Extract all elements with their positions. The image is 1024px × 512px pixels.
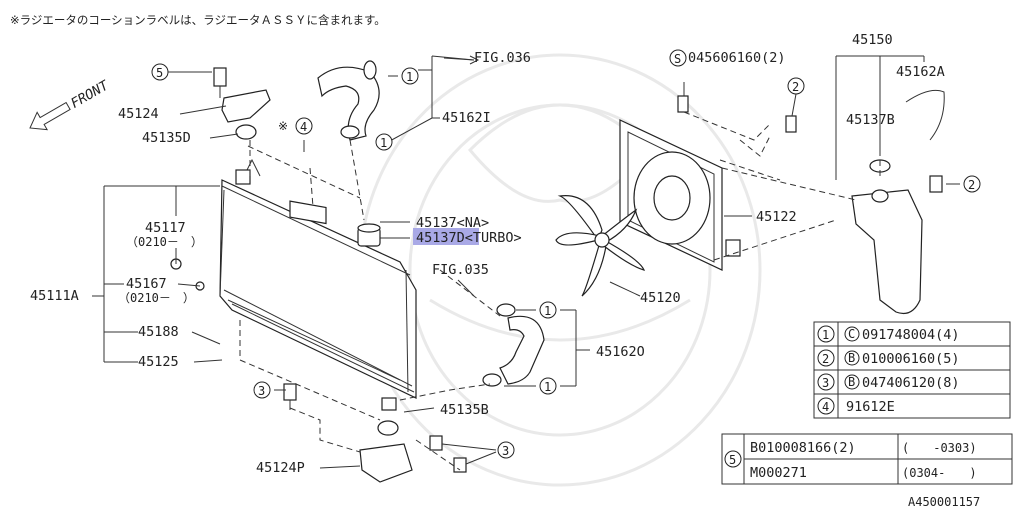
legend-part: 010006160(5) bbox=[862, 351, 960, 367]
highlight-45137D bbox=[413, 228, 479, 245]
legend-prefix-circle bbox=[844, 350, 860, 366]
label-45167: 45167 bbox=[126, 276, 167, 292]
legend-num-circle bbox=[817, 349, 835, 367]
label-45124: 45124 bbox=[118, 106, 159, 122]
label-45137B: 45137B bbox=[846, 112, 895, 128]
caution-label-note: ※ラジエータのコーションラベルは、ラジエータＡＳＳＹに含まれます。 bbox=[10, 13, 386, 27]
label-45120: 45120 bbox=[640, 290, 681, 306]
callout-3-right: 3 bbox=[497, 441, 515, 459]
label-45125: 45125 bbox=[138, 354, 179, 370]
callout-1-lower-b: 1 bbox=[539, 377, 557, 395]
legend-part: 091748004(4) bbox=[862, 327, 960, 343]
label-45137D-turbo: 45137D<TURBO> bbox=[416, 230, 522, 246]
label-fig036: FIG.036 bbox=[474, 50, 531, 66]
legend-prefix-circle bbox=[844, 374, 860, 390]
screw-2 bbox=[785, 115, 797, 133]
radiator-assembly bbox=[170, 158, 417, 411]
callout-s: S bbox=[669, 49, 687, 67]
legend-table-5: 5 B010008166(2) ( -0303) M000271 (0304- ) bbox=[721, 433, 1013, 485]
label-45137-na: 45137<NA> bbox=[416, 215, 489, 231]
callout-note-4: ※ 4 bbox=[278, 117, 313, 135]
legend-prefix: B bbox=[848, 375, 855, 389]
label-45162O: 45162O bbox=[596, 344, 645, 360]
lower-hose bbox=[482, 303, 545, 387]
fan-shroud bbox=[619, 119, 741, 271]
front-arrow: FRONT bbox=[29, 77, 112, 131]
legend-num: 1 bbox=[822, 328, 829, 342]
callout-3-left: 3 bbox=[253, 381, 271, 399]
front-label: FRONT bbox=[68, 77, 112, 112]
legend5-num-circle bbox=[724, 450, 742, 468]
legend5-part: B010008166(2) bbox=[750, 440, 856, 456]
legend-num-circle bbox=[817, 373, 835, 391]
label-45124P: 45124P bbox=[256, 460, 305, 476]
label-45122: 45122 bbox=[756, 209, 797, 225]
label-fig035: FIG.035 bbox=[432, 262, 489, 278]
bracket-lower bbox=[283, 383, 467, 483]
label-45188: 45188 bbox=[138, 324, 179, 340]
legend5-num: 5 bbox=[729, 453, 736, 467]
legend-prefix: C bbox=[848, 327, 855, 341]
bracket-upper bbox=[213, 67, 271, 140]
legend-num-circle bbox=[817, 397, 835, 415]
label-045606160: 045606160(2) bbox=[688, 50, 786, 66]
label-45117-date: （0210－ ） bbox=[126, 235, 203, 249]
label-45150: 45150 bbox=[852, 32, 893, 48]
label-45167-date: （0210－ ） bbox=[118, 291, 195, 305]
label-45117: 45117 bbox=[145, 220, 186, 236]
fig036-arrow bbox=[443, 57, 475, 61]
svg-text:3: 3 bbox=[502, 444, 509, 458]
leader-lines bbox=[92, 55, 960, 469]
svg-text:1: 1 bbox=[406, 70, 413, 84]
label-45111A: 45111A bbox=[30, 288, 79, 304]
legend5-range: (0304- ) bbox=[902, 466, 977, 480]
upper-hose bbox=[317, 60, 380, 141]
watermark-emblem bbox=[358, 53, 762, 487]
caution-label bbox=[289, 200, 327, 225]
svg-text:2: 2 bbox=[792, 80, 799, 94]
legend-prefix: B bbox=[848, 351, 855, 365]
label-45162A: 45162A bbox=[896, 64, 945, 80]
screw-s bbox=[677, 95, 689, 113]
svg-text:S: S bbox=[674, 52, 681, 66]
fig036-arrowhead bbox=[469, 55, 480, 65]
svg-text:2: 2 bbox=[968, 178, 975, 192]
legend-num-circle bbox=[817, 325, 835, 343]
fig035-arrow bbox=[457, 279, 475, 297]
legend-num: 4 bbox=[822, 400, 829, 414]
callout-2-tank: 2 bbox=[963, 175, 981, 193]
label-45135D: 45135D bbox=[142, 130, 191, 146]
guide-lines bbox=[239, 111, 881, 471]
legend-prefix-circle bbox=[844, 326, 860, 342]
legend5-range: ( -0303) bbox=[902, 441, 977, 455]
svg-text:3: 3 bbox=[258, 384, 265, 398]
svg-text:1: 1 bbox=[380, 136, 387, 150]
diagram-id: A450001157 bbox=[908, 495, 980, 509]
legend5-part: M000271 bbox=[750, 465, 807, 481]
svg-text:※: ※ bbox=[278, 119, 288, 133]
callout-5-top: 5 bbox=[151, 63, 169, 81]
legend-part: 047406120(8) bbox=[862, 375, 960, 391]
callout-1-upper-a: 1 bbox=[401, 67, 419, 85]
svg-text:1: 1 bbox=[544, 304, 551, 318]
legend-part: 91612E bbox=[846, 399, 895, 415]
legend-num: 3 bbox=[822, 376, 829, 390]
svg-text:5: 5 bbox=[156, 66, 163, 80]
callout-1-upper-b: 1 bbox=[375, 133, 393, 151]
label-45162I: 45162I bbox=[442, 110, 491, 126]
svg-text:1: 1 bbox=[544, 380, 551, 394]
label-45135B: 45135B bbox=[440, 402, 489, 418]
fan-blade bbox=[555, 195, 646, 297]
callout-1-lower-a: 1 bbox=[539, 301, 557, 319]
legend-num: 2 bbox=[822, 352, 829, 366]
svg-text:4: 4 bbox=[300, 120, 307, 134]
callout-2-fan: 2 bbox=[787, 77, 805, 95]
